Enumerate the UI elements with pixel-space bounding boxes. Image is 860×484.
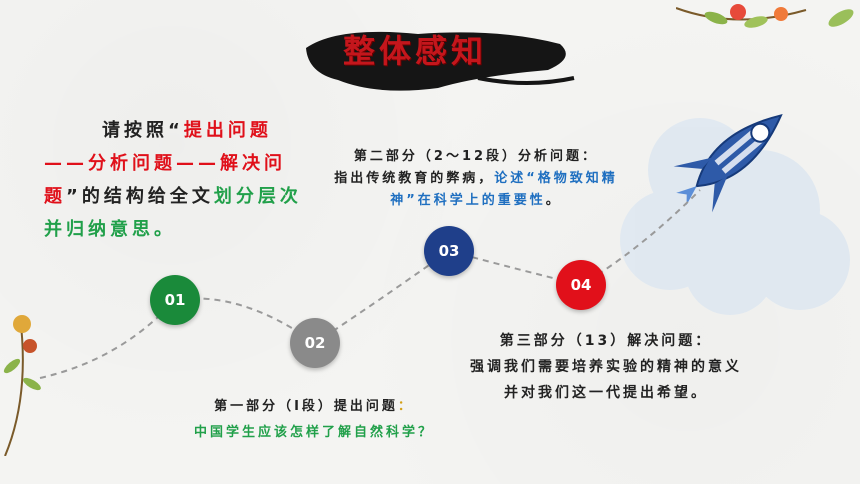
section-2-text: 第二部分（2～12段）分析问题： 指出传统教育的弊病，论述“格物致知精神”在科学… [330, 146, 622, 212]
section-1-heading-row: 第一部分（Ⅰ段）提出问题： [178, 394, 450, 420]
rocket-icon [673, 113, 783, 213]
page-title: 整体感知 [342, 32, 487, 70]
intro-part2: ”的结构给全文 [66, 186, 214, 207]
flower-decoration-left [3, 315, 41, 456]
section-1-body: 中国学生应该怎样了解自然科学？ [193, 425, 434, 440]
intro-red: 提出问题——分析问题——解决问题 [44, 120, 286, 207]
step-circle-03: 03 [424, 226, 474, 276]
cloud-decoration [620, 118, 850, 315]
section-2-body-dark: 指出传统教育的弊病， [334, 171, 495, 186]
section-3-heading: 第三部分（13）解决问题： [499, 333, 713, 349]
ink-brush-stroke [306, 31, 575, 91]
section-2-heading: 第二部分（2～12段）分析问题： [353, 149, 599, 164]
intro-green: 划分层次并归纳意思。 [44, 186, 302, 240]
section-1-colon: ： [397, 399, 414, 414]
intro-text: 请按照“提出问题——分析问题——解决问题”的结构给全文划分层次并归纳意思。 [44, 114, 314, 246]
section-3-text: 第三部分（13）解决问题： 强调我们需要培养实验的精神的意义并对我们这一代提出希… [462, 328, 750, 406]
flower-decoration-top-right [676, 4, 854, 28]
step-circle-01: 01 [150, 275, 200, 325]
intro-part1: 请按照“ [102, 120, 184, 141]
section-1-text: 第一部分（Ⅰ段）提出问题： 中国学生应该怎样了解自然科学？ [178, 394, 450, 446]
section-2-body-end: 。 [545, 193, 562, 208]
step-circle-04: 04 [556, 260, 606, 310]
section-1-heading: 第一部分（Ⅰ段）提出问题 [214, 399, 398, 414]
section-2-body-blue: 论述“格物致知精神”在科学上的重要性 [390, 171, 618, 208]
title-banner: 整体感知 [298, 18, 578, 100]
section-3-body: 强调我们需要培养实验的精神的意义并对我们这一代提出希望。 [470, 359, 742, 401]
section-2-body: 指出传统教育的弊病，论述“格物致知精神”在科学上的重要性。 [330, 168, 622, 212]
step-circle-02: 02 [290, 318, 340, 368]
